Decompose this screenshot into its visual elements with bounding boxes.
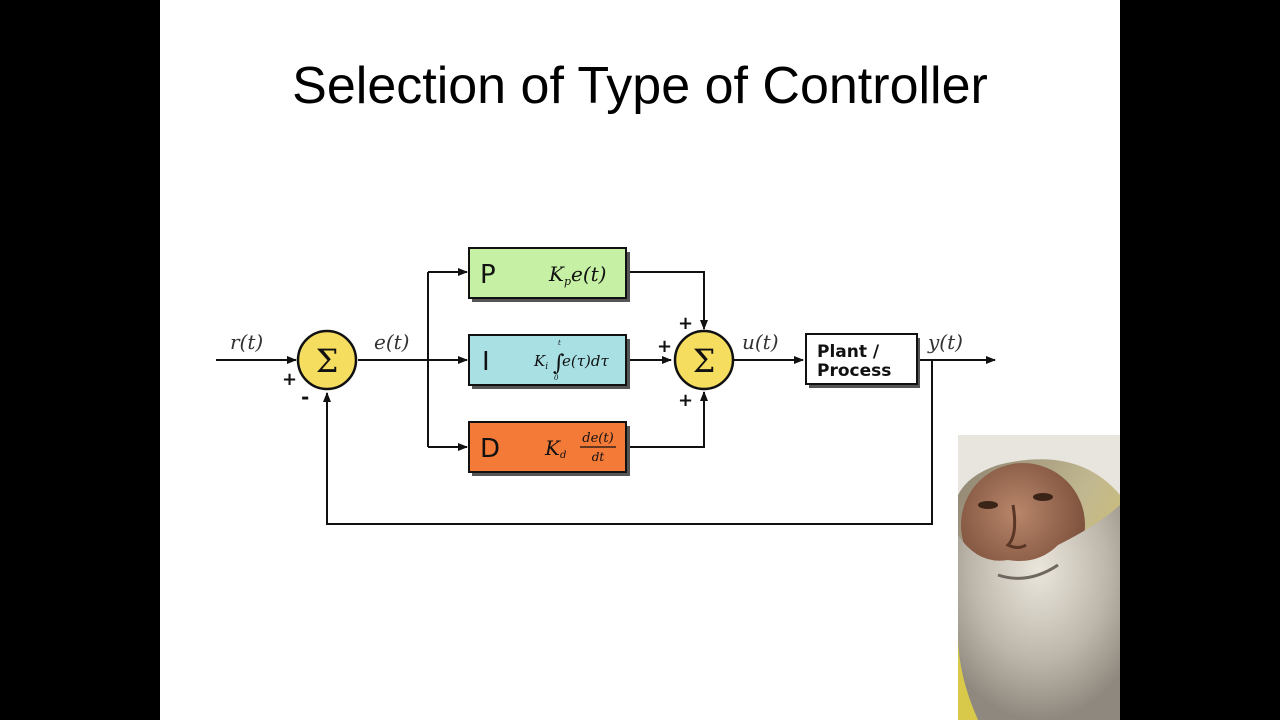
p-out-line (628, 271, 708, 330)
i-block-formula: e(τ)dτ (562, 352, 609, 370)
plant-block: Plant / Process (805, 333, 920, 388)
plant-block-box (805, 333, 918, 385)
i-block-gain: Ki (533, 352, 548, 372)
sum1-minus: - (301, 385, 309, 409)
sum1-plus: + (282, 369, 297, 390)
control-label: u(t) (742, 330, 779, 354)
signal-lines (216, 268, 996, 525)
reference-label: r(t) (230, 330, 263, 354)
i-block: I Ki ∫ t 0 e(τ)dτ (468, 334, 630, 389)
sum2-plus-top: + (678, 313, 693, 334)
i-block-letter: I (482, 347, 490, 377)
summing-junction-1: Σ (296, 329, 358, 391)
i-block-integral: ∫ (553, 351, 565, 376)
output-label: y(t) (927, 330, 963, 354)
d-out-line (628, 391, 708, 448)
d-block: D Kd de(t) dt (468, 421, 630, 476)
sum2-plus-left: + (657, 336, 672, 357)
d-block-denominator: dt (592, 450, 605, 464)
plant-label-line2: Process (817, 361, 891, 381)
p-block: P Kpe(t) (468, 247, 630, 302)
presenter-webcam (958, 435, 1120, 720)
i-block-upper: t (558, 339, 561, 347)
p-block-formula: Kpe(t) (548, 262, 606, 288)
sum2-plus-bottom: + (678, 390, 693, 411)
sum2-symbol: Σ (693, 342, 716, 380)
d-block-gain: Kd (544, 436, 566, 461)
i-block-lower: 0 (554, 374, 559, 382)
presenter-webcam-icon (958, 435, 1120, 720)
feedback-line (323, 360, 933, 525)
sum1-symbol: Σ (316, 342, 339, 380)
i-block-box (468, 334, 627, 386)
slide-title: Selection of Type of Controller (292, 57, 988, 115)
plant-label-line1: Plant / (817, 342, 880, 362)
summing-junction-2: Σ (673, 329, 735, 391)
d-block-numerator: de(t) (582, 431, 613, 446)
error-label: e(t) (374, 330, 409, 354)
p-block-letter: P (480, 260, 496, 290)
d-block-letter: D (480, 434, 500, 464)
p-block-box (468, 247, 627, 299)
